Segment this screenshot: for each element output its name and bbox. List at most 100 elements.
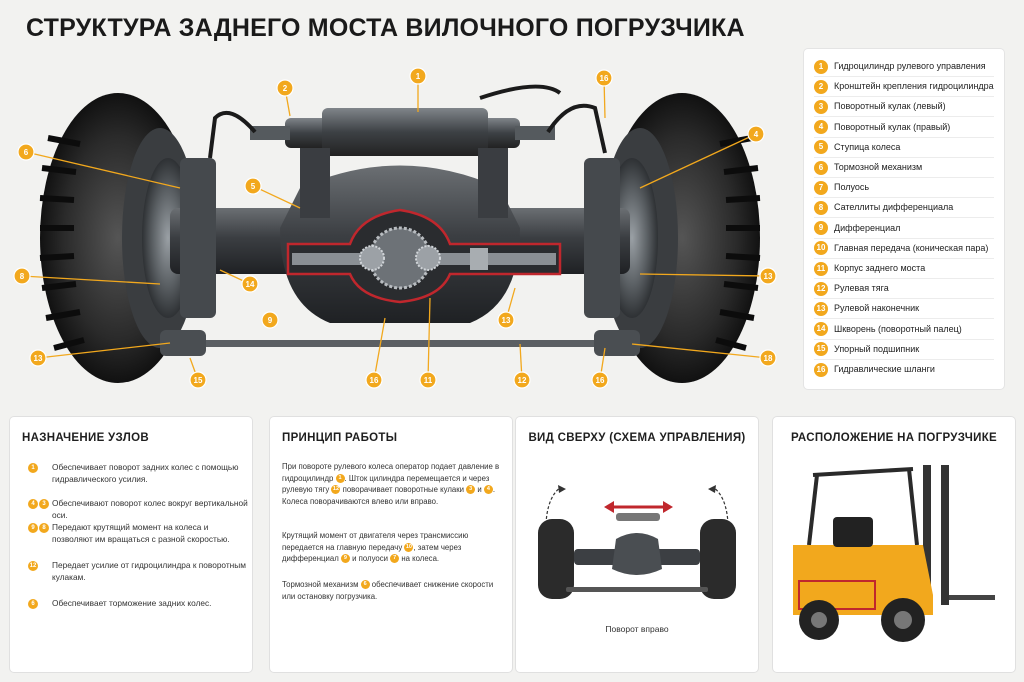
callout-number: 11: [424, 376, 433, 385]
purpose-badge: 1: [28, 462, 38, 473]
hydraulic-hoses: [208, 84, 607, 159]
legend-label: Корпус заднего моста: [834, 263, 926, 273]
callout-badge: [244, 177, 262, 195]
purpose-text: Передают крутящий момент на колеса и поз…: [52, 522, 230, 544]
legend-label: Шкворень (поворотный палец): [834, 323, 962, 334]
callout-badge: [497, 311, 515, 329]
legend-label: Главная передача (коническая пара): [834, 242, 989, 253]
legend-badge: 8: [814, 201, 828, 216]
legend-item: 11 Корпус заднего моста: [814, 259, 925, 277]
callout-line: [373, 317, 386, 381]
page-title: СТРУКТУРА ЗАДНЕГО МОСТА ВИЛОЧНОГО ПОГРУЗ…: [26, 14, 745, 42]
legend-badge: 6: [814, 160, 828, 175]
callout-number: 16: [596, 376, 605, 385]
callout-line: [639, 273, 769, 277]
callout-badge: [189, 371, 207, 389]
callout-number: 6: [24, 148, 29, 157]
legend-label: Дифференциал: [834, 222, 901, 233]
purpose-title: НАЗНАЧЕНИЕ УЗЛОВ: [22, 432, 149, 444]
topview-caption: Поворот вправо: [605, 624, 669, 634]
callout-number: 13: [764, 272, 773, 281]
legend-label: Поворотный кулак (правый): [834, 121, 951, 132]
work-panel: ПРИНЦИП РАБОТЫ При повороте рулевого кол…: [270, 417, 512, 672]
purpose-badge: 12: [28, 560, 38, 571]
purpose-badge: 3: [39, 498, 49, 509]
callout-badge: [747, 125, 765, 143]
callout-number: 1: [416, 72, 421, 81]
knuckle-left: [180, 158, 216, 318]
purpose-badge: 4: [28, 498, 38, 509]
badge: 4: [483, 485, 493, 495]
callout-number: 16: [600, 74, 609, 83]
legend-label: Рулевая тяга: [834, 283, 889, 294]
legend-label: Гидравлические шланги: [834, 364, 935, 374]
steering-cylinder: [250, 108, 555, 218]
work-paragraph-3: Тормозной механизм 6 обеспечивает снижен…: [282, 580, 494, 601]
rear-axle-diagram: 1216654814913131611151216131813: [13, 67, 777, 389]
topview-diagram: [538, 485, 736, 599]
legend-badge: 5: [814, 140, 828, 155]
callout-badge: [759, 267, 777, 285]
callout-line: [639, 133, 757, 189]
legend-label: Упорный подшипник: [834, 343, 920, 354]
callout-number: 16: [370, 376, 379, 385]
badge: 1: [335, 473, 345, 483]
purpose-text: Обеспечивают поворот колес вокруг вертик…: [52, 498, 248, 520]
legend-badge: 11: [814, 261, 828, 276]
topview-title: ВИД СВЕРХУ (СХЕМА УПРАВЛЕНИЯ): [528, 432, 746, 444]
callout-number: 13: [502, 316, 511, 325]
legend-badge: 1: [814, 59, 828, 74]
callout-number: 4: [754, 130, 759, 139]
callout-badge: [365, 371, 383, 389]
parts-legend: 1 Гидроцилиндр рулевого управления 2 Кроншт…: [804, 49, 1004, 389]
badge: 10: [404, 542, 414, 552]
legend-label: Кронштейн крепления гидроцилиндра: [834, 81, 994, 92]
legend-item: 6 Тормозной механизм: [814, 158, 922, 176]
legend-badge: 2: [814, 79, 828, 94]
callout-badge: [409, 67, 427, 85]
callout-badge: [13, 267, 31, 285]
legend-item: 1 Гидроцилиндр рулевого управления: [814, 57, 986, 75]
badge: 12: [331, 485, 341, 495]
purpose-panel: НАЗНАЧЕНИЕ УЗЛОВ 1 Обеспечивает поворот з…: [10, 417, 252, 672]
badge: 6: [360, 580, 370, 590]
callout-badge: [595, 69, 613, 87]
purpose-badge: 6: [28, 598, 38, 609]
legend-badge: 4: [814, 120, 828, 135]
legend-badge: 12: [814, 281, 828, 296]
forklift-illustration: [793, 465, 995, 642]
legend-label: Рулевой наконечник: [834, 303, 920, 314]
purpose-text: Обеспечивает поворот задних колес с помо…: [52, 462, 239, 484]
callout-number: 5: [251, 182, 256, 191]
legend-label: Сателлиты дифференциала: [834, 202, 954, 213]
work-paragraph-2: Крутящий момент от двигателя через транс…: [282, 531, 469, 564]
callout-number: 9: [268, 316, 273, 325]
legend-item: 13 Рулевой наконечник: [814, 299, 919, 317]
location-panel: РАСПОЛОЖЕНИЕ НА ПОГРУЗЧИКЕ: [773, 417, 1015, 672]
legend-label: Тормозной механизм: [834, 162, 923, 172]
legend-label: Поворотный кулак (левый): [834, 101, 946, 112]
callout-badge: [17, 143, 35, 161]
callout-line: [427, 297, 431, 381]
purpose-item: 12 Передает усилие от гидроцилиндра к пов…: [28, 559, 248, 583]
callout-badge: [419, 371, 437, 389]
callout-badge: [241, 275, 259, 293]
tie-rod: [160, 330, 640, 356]
legend-label: Гидроцилиндр рулевого управления: [834, 61, 986, 71]
purpose-badge: 9: [28, 522, 38, 533]
callout-number: 14: [246, 280, 255, 289]
work-title: ПРИНЦИП РАБОТЫ: [282, 432, 398, 444]
work-paragraph-1: При повороте рулевого колеса оператор по…: [282, 462, 500, 506]
legend-label: Ступица колеса: [834, 141, 901, 152]
purpose-text: Передает усилие от гидроцилиндра к повор…: [52, 560, 246, 582]
legend-badge: 13: [814, 302, 828, 317]
legend-item: 4 Поворотный кулак (правый): [814, 118, 950, 136]
callout-line: [252, 185, 301, 209]
